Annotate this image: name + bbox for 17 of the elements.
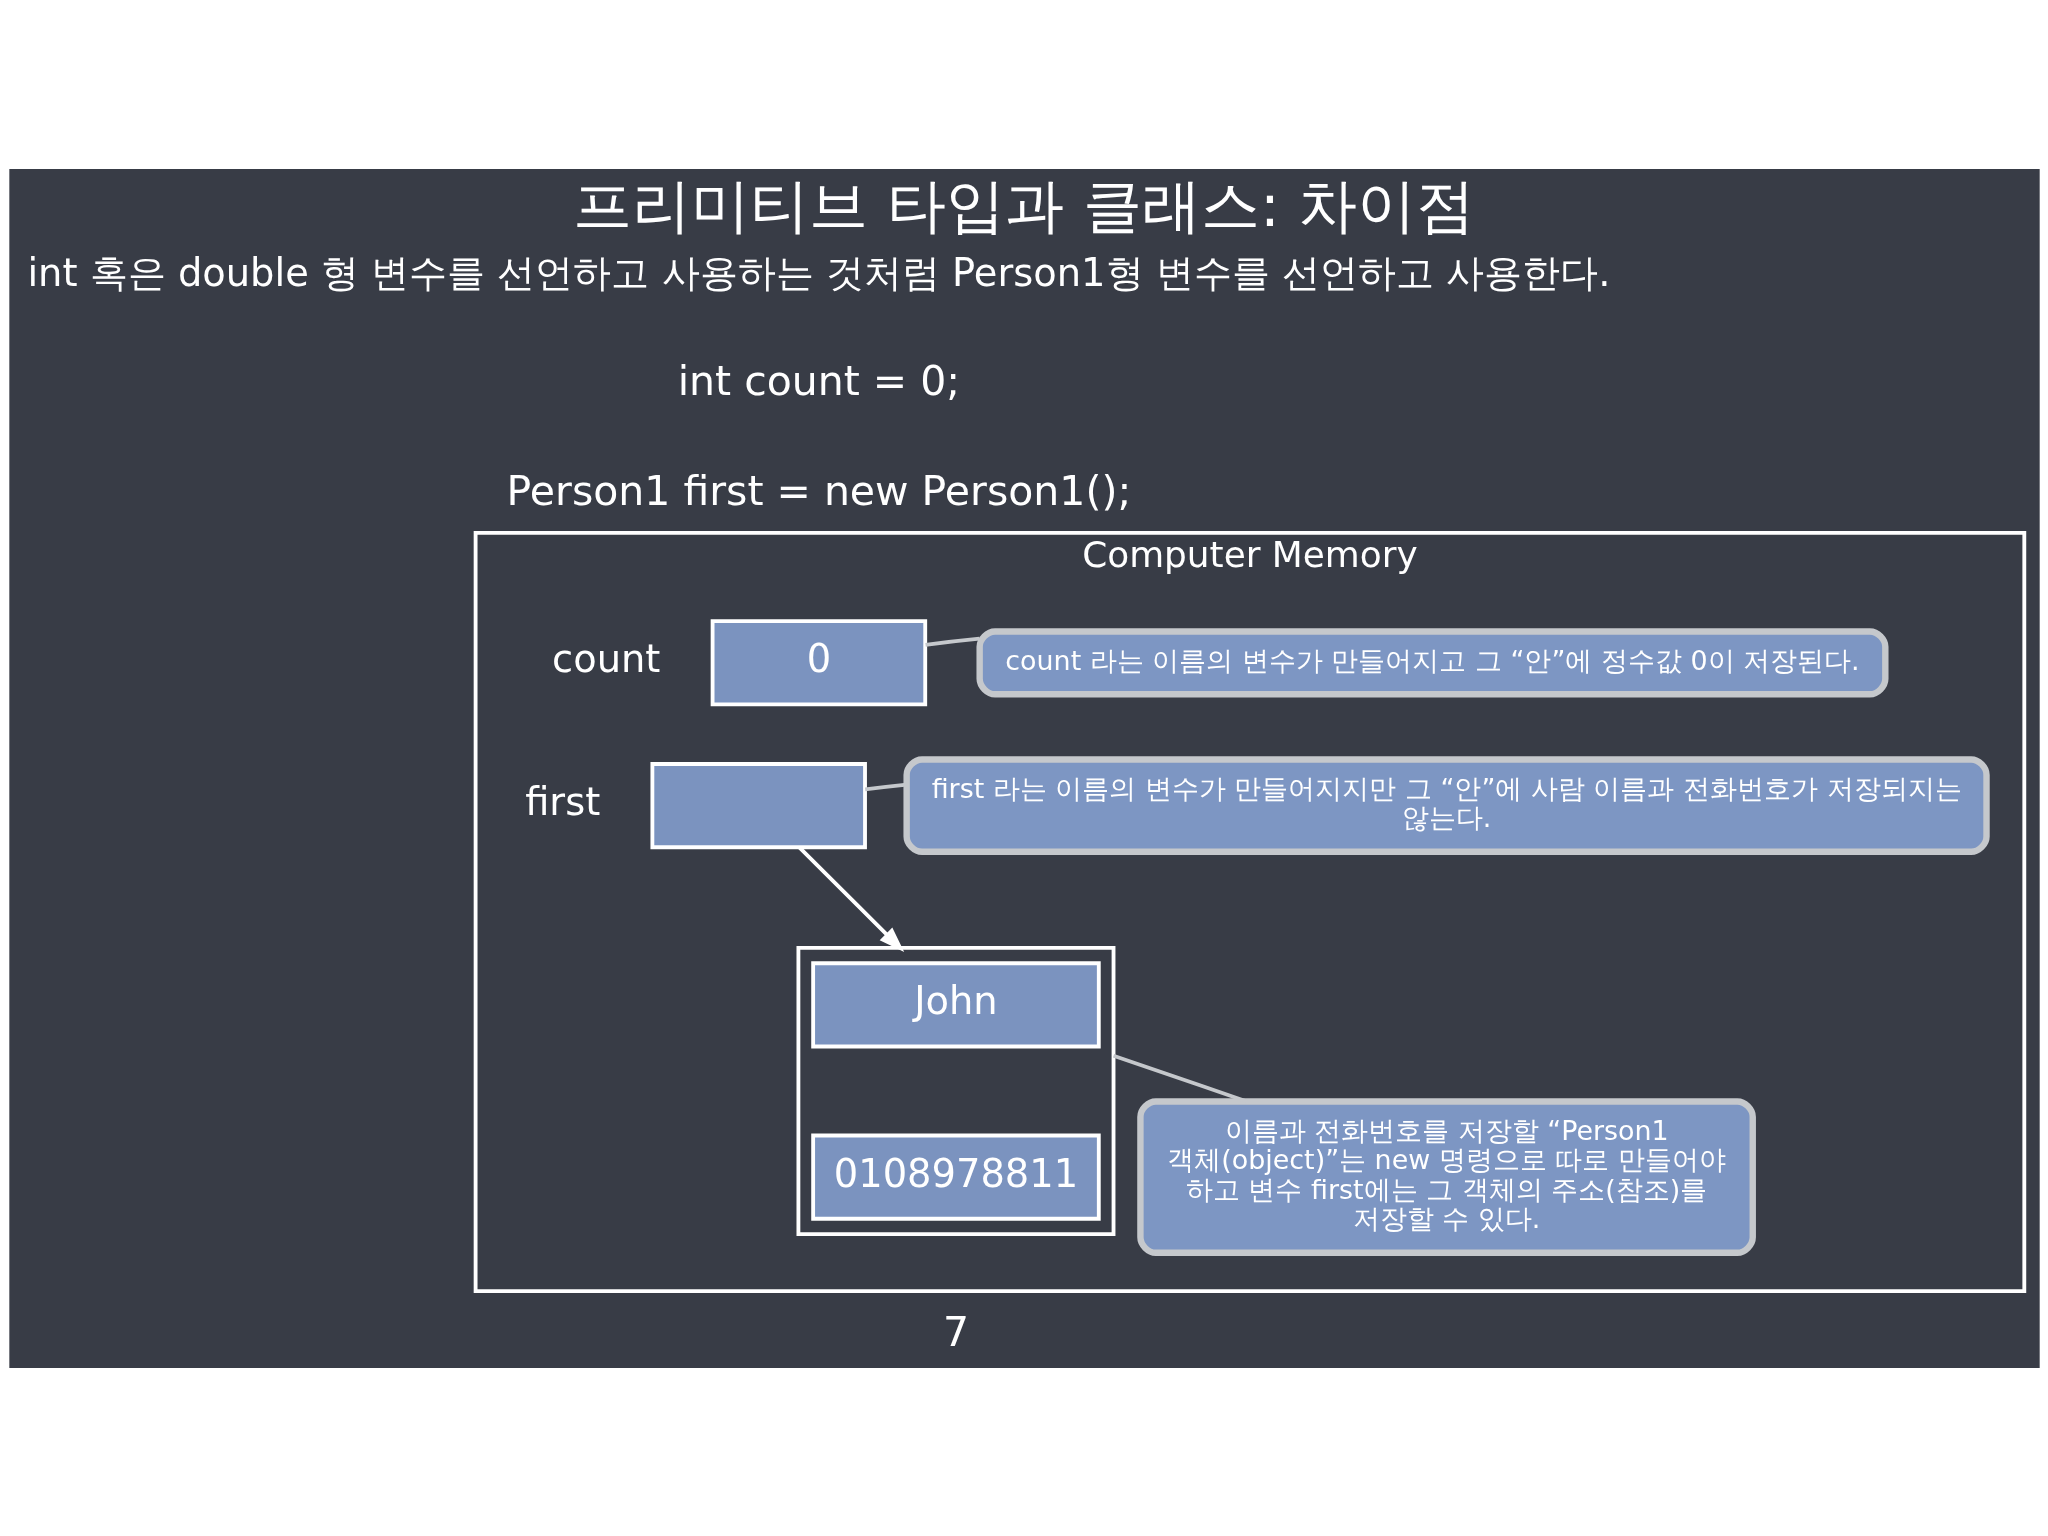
diagram-title: 프리미티브 타입과 클래스: 차이점: [572, 170, 1476, 240]
label: 7: [942, 1307, 969, 1356]
node-box: first 라는 이름의 변수가 만들어지지만 그 “안”에 사람 이름과 전화번호가 저장되지는 않는다.: [902, 755, 1990, 855]
label: Person1 first = new Person1();: [506, 466, 1131, 515]
node-box: 0: [710, 618, 927, 706]
node-label: count: [551, 635, 660, 681]
label: int count = 0;: [677, 356, 960, 405]
label: int 혹은 double 형 변수를 선언하고 사용하는 것처럼 Person1형 변수를 선언하고 사용한다.: [26, 249, 1610, 295]
connector: [924, 636, 980, 647]
node-box: [649, 761, 867, 849]
connector: [864, 782, 907, 791]
node-label: first: [524, 778, 600, 824]
node-box: count 라는 이름의 변수가 만들어지고 그 “안”에 정수값 0이 저장된다.: [975, 627, 1888, 697]
cluster: [796, 945, 1115, 1236]
node-box: 이름과 전화번호를 저장할 “Person1 객체(object)”는 new 명령으로 따로 만들어야 하고 변수 first에는 그 객체의 주소(참조)를 저장할 수 있다.: [1136, 1097, 1756, 1256]
node-box: John: [810, 960, 1101, 1048]
node-box: 0108978811: [810, 1133, 1101, 1221]
